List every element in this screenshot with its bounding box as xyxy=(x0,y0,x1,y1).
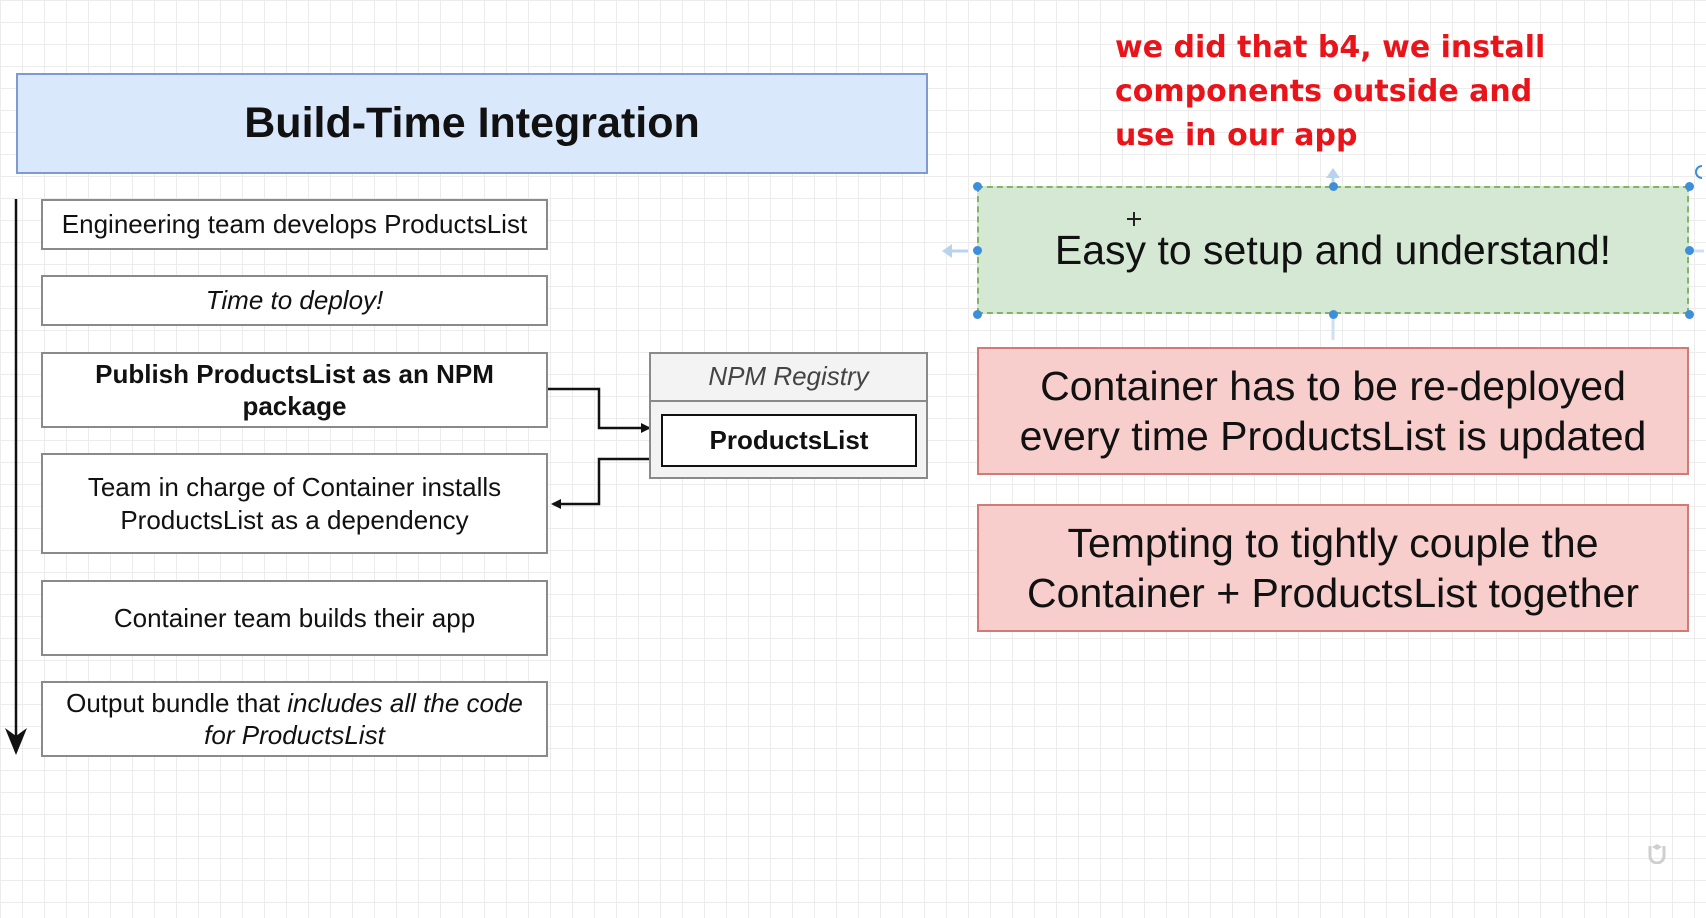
step-install[interactable]: Team in charge of Container installs Pro… xyxy=(41,453,548,554)
selection-handle[interactable] xyxy=(973,246,982,255)
selection-handle[interactable] xyxy=(1685,182,1694,191)
selection-handle[interactable] xyxy=(973,182,982,191)
selection-handle[interactable] xyxy=(1685,310,1694,319)
step-output[interactable]: Output bundle that includes all the code… xyxy=(41,681,548,757)
selection-handle[interactable] xyxy=(1685,246,1694,255)
step-build[interactable]: Container team builds their app xyxy=(41,580,548,656)
con-note-redeploy[interactable]: Container has to be re-deployed every ti… xyxy=(977,347,1689,475)
udemy-logo-icon xyxy=(1648,844,1666,864)
selection-handle[interactable] xyxy=(973,310,982,319)
step-publish[interactable]: Publish ProductsList as an NPM package xyxy=(41,352,548,428)
step-publish-label: Publish ProductsList as an NPM package xyxy=(95,358,494,422)
con-note-coupling[interactable]: Tempting to tightly couple the Container… xyxy=(977,504,1689,632)
registry-item-productslist[interactable]: ProductsList xyxy=(661,414,917,467)
con-note-coupling-text: Tempting to tightly couple the Container… xyxy=(1027,519,1639,616)
npm-registry-label: NPM Registry xyxy=(649,352,928,402)
diagram-title[interactable]: Build-Time Integration xyxy=(16,73,928,174)
pro-note-box[interactable]: Easy to setup and understand! xyxy=(977,186,1689,314)
step-install-label: Team in charge of Container installs Pro… xyxy=(87,472,502,535)
step-output-italic: includes all the code for ProductsList xyxy=(204,687,523,751)
install-arrow xyxy=(551,457,649,509)
publish-arrow xyxy=(548,387,651,433)
selection-handle[interactable] xyxy=(1329,310,1338,319)
step-build-label: Container team builds their app xyxy=(113,602,476,633)
annotation-note: we did that b4, we install components ou… xyxy=(1115,30,1546,153)
step-time-to-deploy[interactable]: Time to deploy! xyxy=(41,275,548,326)
pro-note-text: Easy to setup and understand! xyxy=(1054,226,1612,273)
rotate-handle-icon xyxy=(1695,165,1703,179)
move-cursor-icon xyxy=(1127,212,1141,226)
step-develop[interactable]: Engineering team develops ProductsList xyxy=(41,199,548,250)
selection-handle[interactable] xyxy=(1329,182,1338,191)
step-output-prefix: Output bundle that xyxy=(66,687,288,718)
step-output-label: Output bundle that includes all the code… xyxy=(55,687,535,752)
timeline-arrowhead xyxy=(5,728,27,755)
con-note-redeploy-text: Container has to be re-deployed every ti… xyxy=(1019,362,1647,459)
step-time-to-deploy-label: Time to deploy! xyxy=(205,285,384,316)
step-develop-label: Engineering team develops ProductsList xyxy=(61,209,528,240)
